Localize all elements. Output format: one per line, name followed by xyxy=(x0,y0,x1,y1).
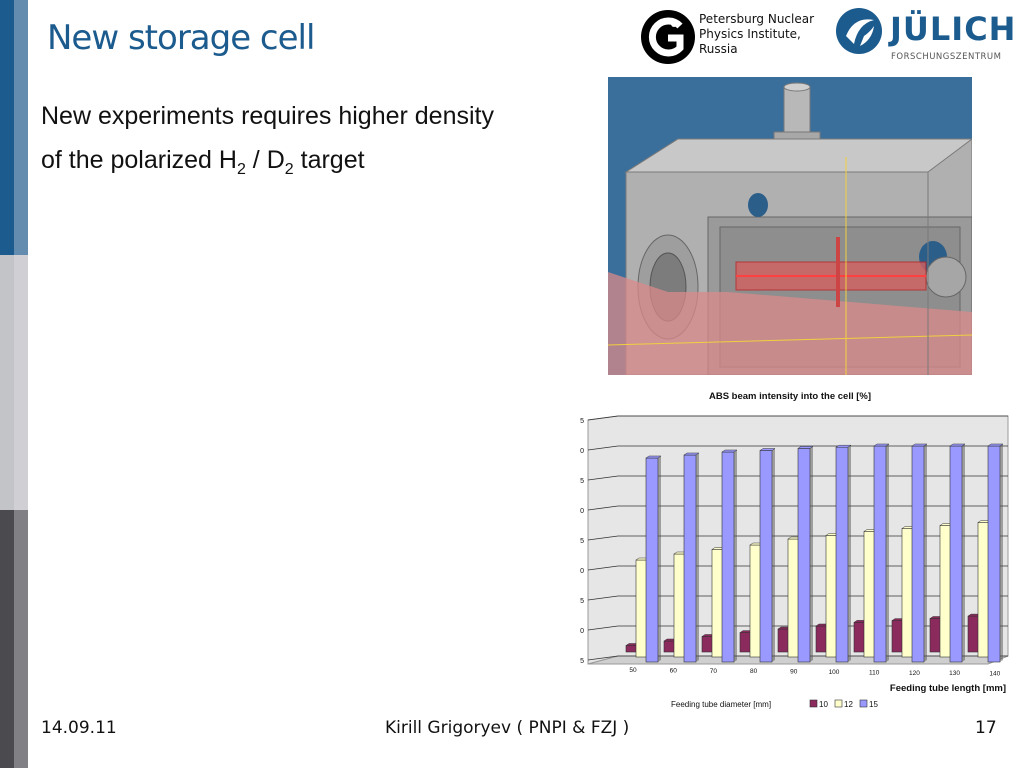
chart-bar xyxy=(911,445,925,663)
chart-bar-top xyxy=(759,448,776,451)
chart-legend-title: Feeding tube diameter [mm] xyxy=(671,700,771,709)
chart-x-tick-label: 80 xyxy=(750,668,758,675)
body-subscript-d: 2 xyxy=(284,161,294,178)
chart-bar xyxy=(873,445,887,663)
cad-target-region xyxy=(608,272,972,375)
chart-x-tick-label: 90 xyxy=(790,669,798,676)
sidebar-stripe xyxy=(14,0,28,768)
footer-date: 14.09.11 xyxy=(41,718,117,738)
chart-y-tick-label: 0 xyxy=(580,448,584,455)
chart-bar xyxy=(759,450,773,663)
chart-bar-top xyxy=(873,443,890,447)
chart-bar-top xyxy=(721,449,738,453)
pnpi-line-3: Russia xyxy=(699,42,738,56)
chart-bar xyxy=(721,451,735,663)
chart-bar-side xyxy=(848,445,851,662)
slide-sidebar xyxy=(0,0,28,768)
body-line-1: New experiments requires higher density xyxy=(41,102,494,130)
chart-x-tick-label: 70 xyxy=(710,668,718,675)
storage-cell-cad-image xyxy=(608,77,972,375)
chart-legend-swatch xyxy=(834,699,843,708)
chart-bar xyxy=(949,445,963,663)
chart-bar xyxy=(683,454,697,663)
julich-swoosh-icon xyxy=(836,8,882,54)
chart-y-tick-label: 5 xyxy=(580,598,584,605)
sidebar-band-grey xyxy=(0,255,28,510)
chart-xlabel: Feeding tube length [mm] xyxy=(890,683,1006,694)
chart-bar xyxy=(797,448,811,663)
chart-x-tick-label: 50 xyxy=(629,667,637,674)
footer-author: Kirill Grigoryev ( PNPI & FZJ ) xyxy=(385,718,630,738)
chart-x-tick-label: 110 xyxy=(869,669,880,676)
body-subscript-h: 2 xyxy=(236,161,246,178)
chart-bar-top xyxy=(797,446,814,449)
chart-legend-swatch xyxy=(809,699,818,708)
chart-legend-label: 10 xyxy=(819,700,828,709)
sidebar-band-blue xyxy=(0,0,28,255)
chart-bar-side xyxy=(810,446,813,662)
beam-intensity-chart: ABS beam intensity into the cell [%] 505… xyxy=(580,391,1009,709)
chart-bar xyxy=(835,446,849,663)
chart-x-tick-label: 140 xyxy=(989,671,1000,678)
chart-bar-side xyxy=(734,450,737,662)
chart-bar-side xyxy=(1000,444,1003,662)
chart-y-tick-label: 0 xyxy=(580,628,584,635)
slide-body: New experiments requires higher density … xyxy=(41,94,581,192)
chart-legend-label: 12 xyxy=(844,700,853,709)
chart-x-tick-label: 100 xyxy=(829,669,840,676)
chart-bar-top xyxy=(645,455,662,459)
pnpi-line-2: Physics Institute, xyxy=(699,27,801,41)
chart-y-tick-label: 5 xyxy=(580,478,584,485)
body-line-2-post: target xyxy=(293,146,365,174)
chart-bar-top xyxy=(987,443,1004,447)
body-line-2: of the polarized H2 / D2 target xyxy=(41,138,581,192)
footer-page-number: 17 xyxy=(975,718,997,738)
chart-title: ABS beam intensity into the cell [%] xyxy=(709,391,871,402)
chart-bar xyxy=(987,445,1001,663)
julich-logo: JÜLICH FORSCHUNGSZENTRUM xyxy=(834,6,1015,66)
julich-wordmark: JÜLICH xyxy=(890,10,1017,48)
chart-y-tick-label: 0 xyxy=(580,568,584,575)
chart-y-tick-label: 0 xyxy=(580,508,584,515)
chart-bar-top xyxy=(949,443,966,447)
chart-bar-side xyxy=(658,456,661,662)
pnpi-line-1: Petersburg Nuclear xyxy=(699,12,815,26)
chart-legend-label: 15 xyxy=(869,700,878,709)
chart-bar-side xyxy=(962,444,965,662)
chart-y-tick-label: 5 xyxy=(580,538,584,545)
chart-y-tick-label: 5 xyxy=(580,418,584,425)
chart-x-tick-label: 130 xyxy=(949,670,960,677)
chart-bar-side xyxy=(886,444,889,662)
chart-bar-side xyxy=(924,444,927,662)
slide-title: New storage cell xyxy=(47,18,315,58)
chart-bar-side xyxy=(772,448,775,662)
chart-bar-top xyxy=(683,452,700,456)
body-line-2-pre: of the polarized H xyxy=(41,146,237,174)
julich-subtitle: FORSCHUNGSZENTRUM xyxy=(891,52,1002,62)
chart-bar xyxy=(645,457,659,663)
pnpi-name: Petersburg Nuclear Physics Institute, Ru… xyxy=(699,12,814,57)
pnpi-emblem-icon xyxy=(641,10,695,64)
chart-x-tick-label: 120 xyxy=(909,670,920,677)
sidebar-band-dark xyxy=(0,510,28,768)
chart-legend-swatch xyxy=(859,699,868,708)
chart-y-tick-label: 5 xyxy=(580,658,584,665)
chart-bar-top xyxy=(835,444,852,448)
pnpi-logo: Petersburg Nuclear Physics Institute, Ru… xyxy=(640,8,820,66)
chart-bar-side xyxy=(696,453,699,662)
body-line-2-mid: / D xyxy=(245,146,285,174)
chart-bar-top xyxy=(911,443,928,447)
chart-x-tick-label: 60 xyxy=(670,667,678,674)
